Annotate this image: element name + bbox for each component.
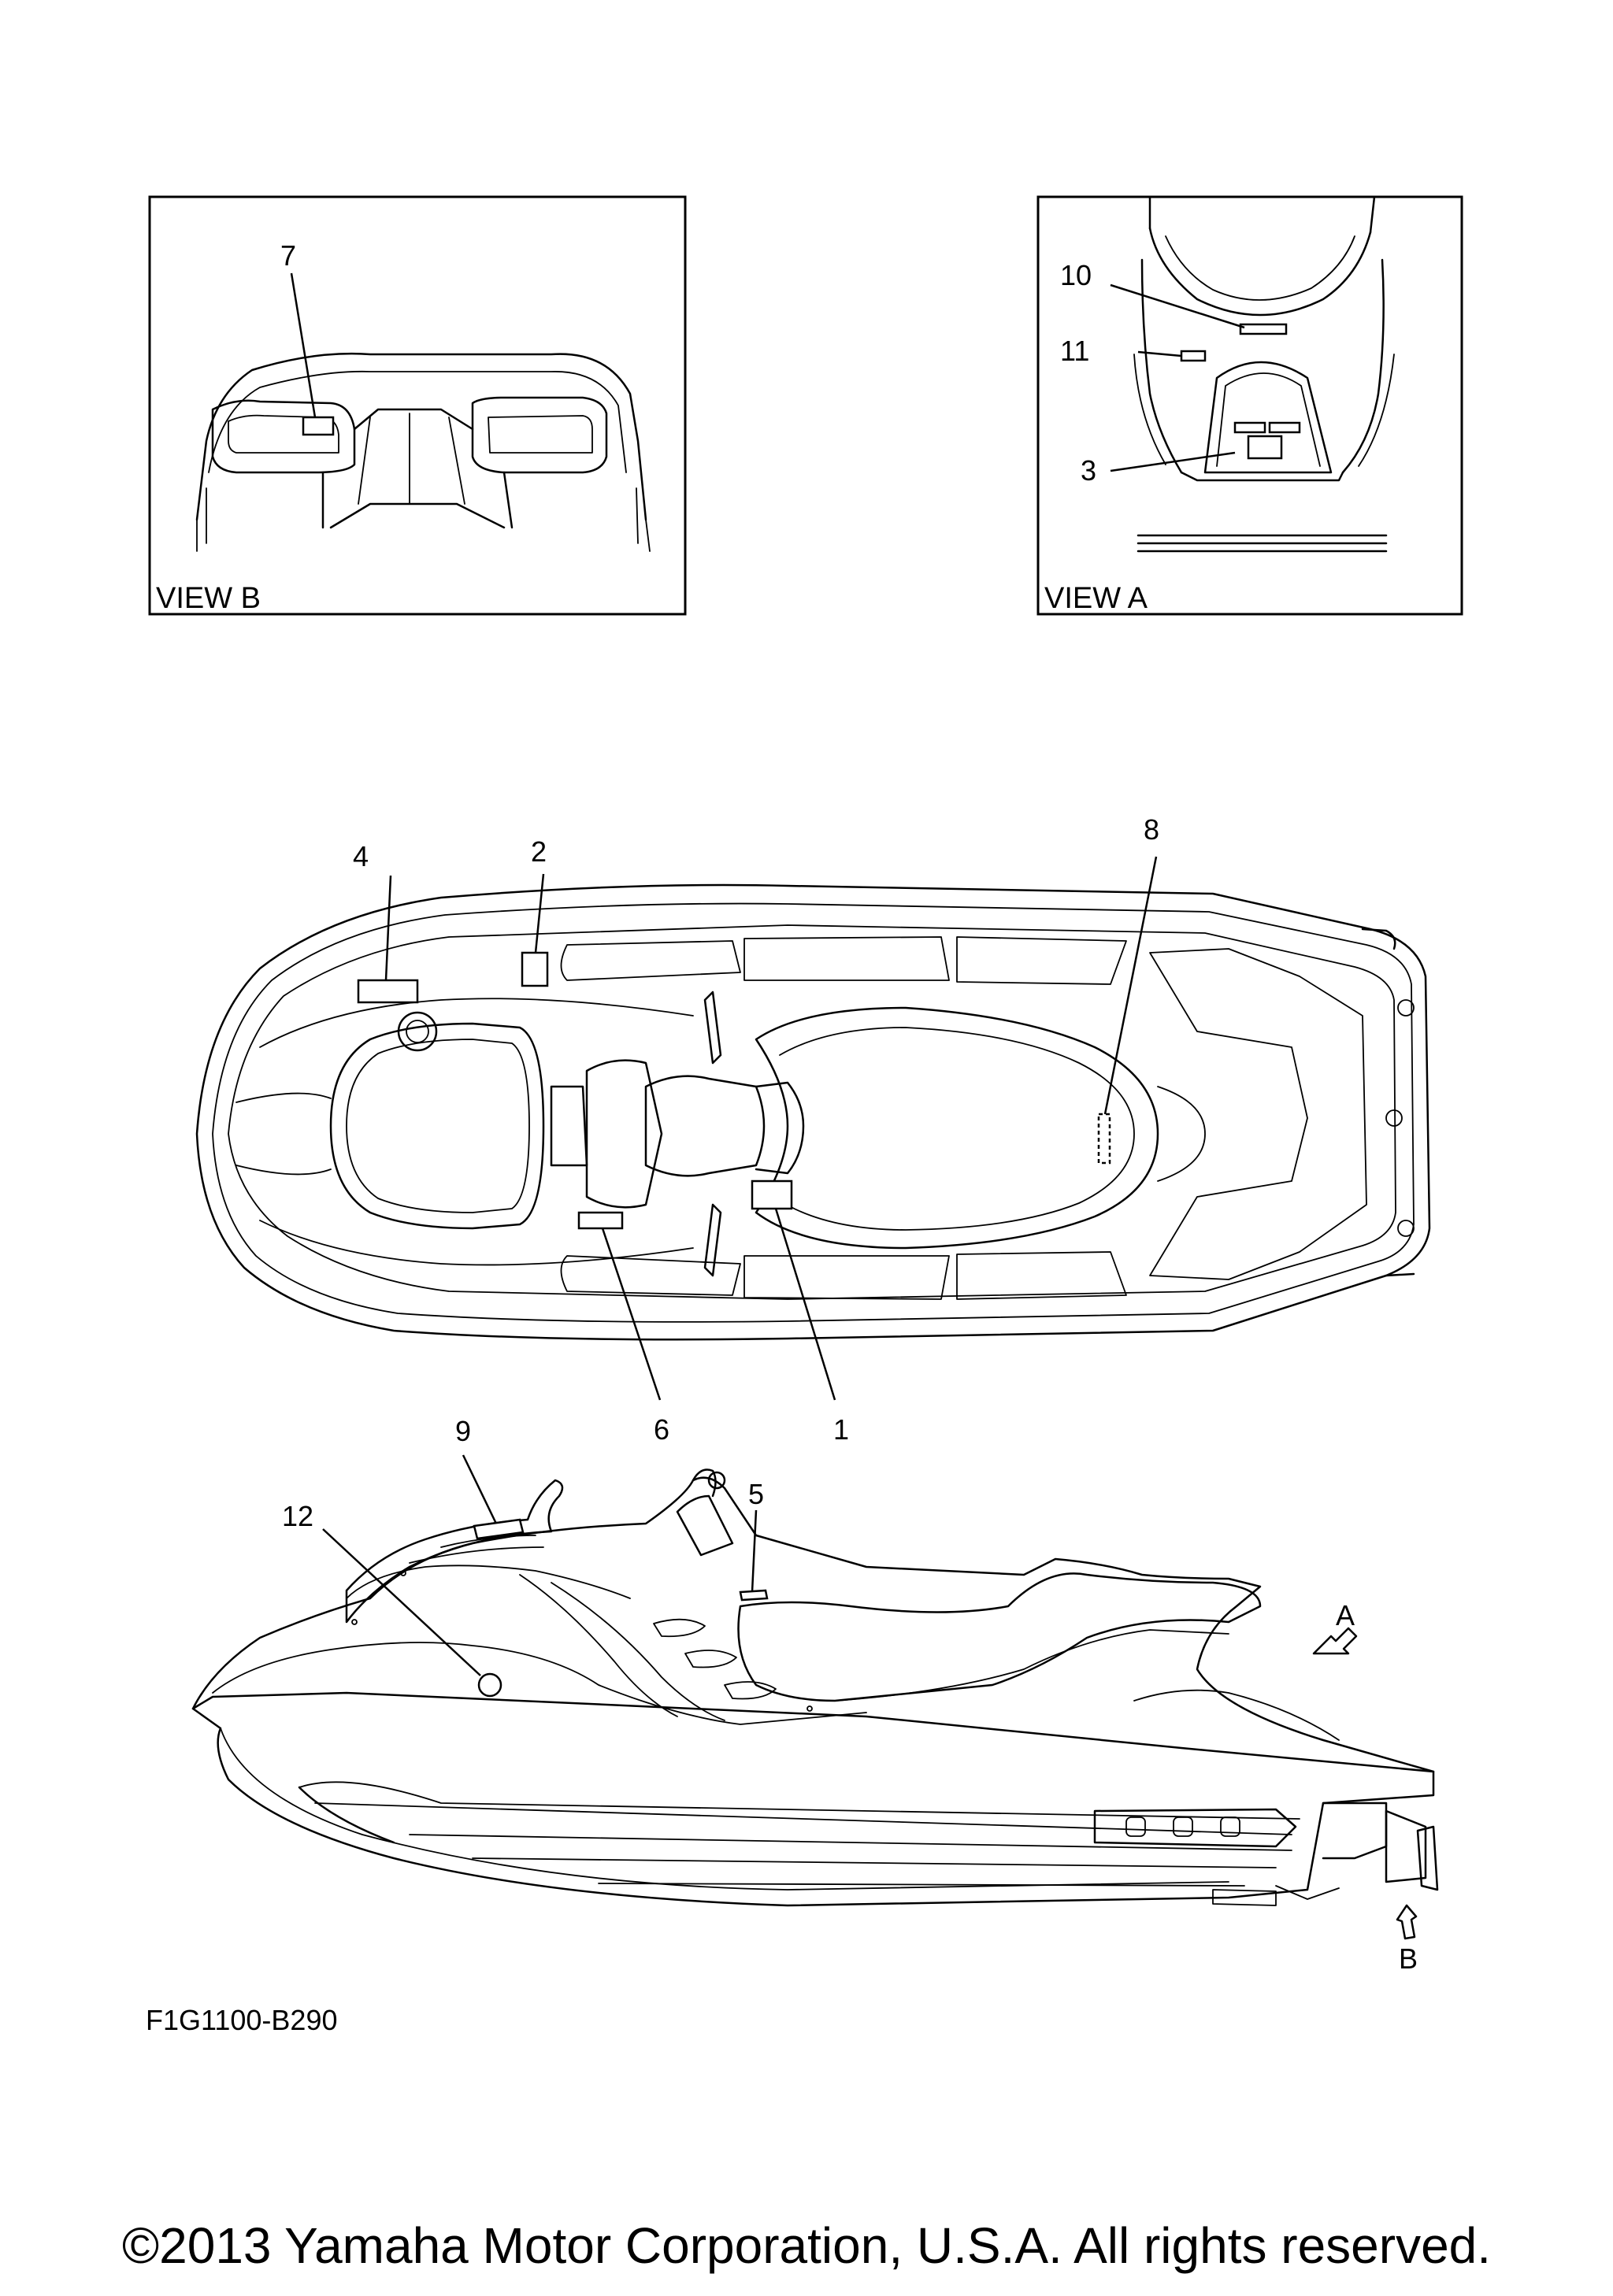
drawing-code: F1G1100-B290 [146, 2004, 338, 2036]
decal-1 [751, 1179, 793, 1210]
decal-9 [473, 1518, 525, 1540]
decal-5 [739, 1589, 769, 1602]
decal-2 [521, 951, 549, 987]
decal-11 [1180, 350, 1207, 362]
view-a-drawing [1133, 195, 1395, 553]
decal-10 [1239, 323, 1288, 335]
callout-1: 1 [833, 1413, 849, 1446]
callout-8: 8 [1144, 813, 1159, 846]
callout-2: 2 [531, 835, 547, 868]
decal-4 [357, 979, 419, 1004]
copyright-notice: ©2013 Yamaha Motor Corporation, U.S.A. A… [121, 2217, 1492, 2274]
view-a-frame [1036, 195, 1463, 616]
top-view-watercraft [195, 883, 1431, 1341]
callout-4: 4 [353, 840, 369, 872]
view-a-arrow: A [1312, 1599, 1358, 1655]
side-view-watercraft [191, 1468, 1439, 1907]
view-b-drawing [195, 352, 651, 552]
view-b-arrow: B [1396, 1904, 1418, 1975]
view-b-inset: 7 VIEW B [148, 195, 687, 616]
decal-3c [1247, 435, 1283, 460]
decal-3b [1268, 421, 1301, 434]
view-b-frame [148, 195, 687, 616]
decal-3a [1233, 421, 1266, 434]
callout-10: 10 [1060, 259, 1092, 291]
decal-8 [1097, 1113, 1111, 1165]
callout-3: 3 [1081, 454, 1096, 487]
callout-11: 11 [1060, 335, 1089, 367]
view-a-marker: A [1336, 1599, 1355, 1631]
callout-7: 7 [280, 239, 296, 272]
view-b-marker: B [1399, 1942, 1418, 1975]
decal-12 [477, 1672, 502, 1698]
view-b-caption: VIEW B [156, 582, 261, 615]
decal-7 [302, 416, 335, 436]
view-a-caption: VIEW A [1044, 582, 1148, 615]
fuel-cap [397, 1011, 438, 1052]
callout-12: 12 [282, 1500, 313, 1532]
callout-9: 9 [455, 1415, 471, 1447]
decal-6 [577, 1211, 624, 1230]
callout-5: 5 [748, 1478, 764, 1510]
view-a-inset: 10 11 3 VIEW A [1036, 195, 1463, 616]
callout-6: 6 [654, 1413, 669, 1446]
